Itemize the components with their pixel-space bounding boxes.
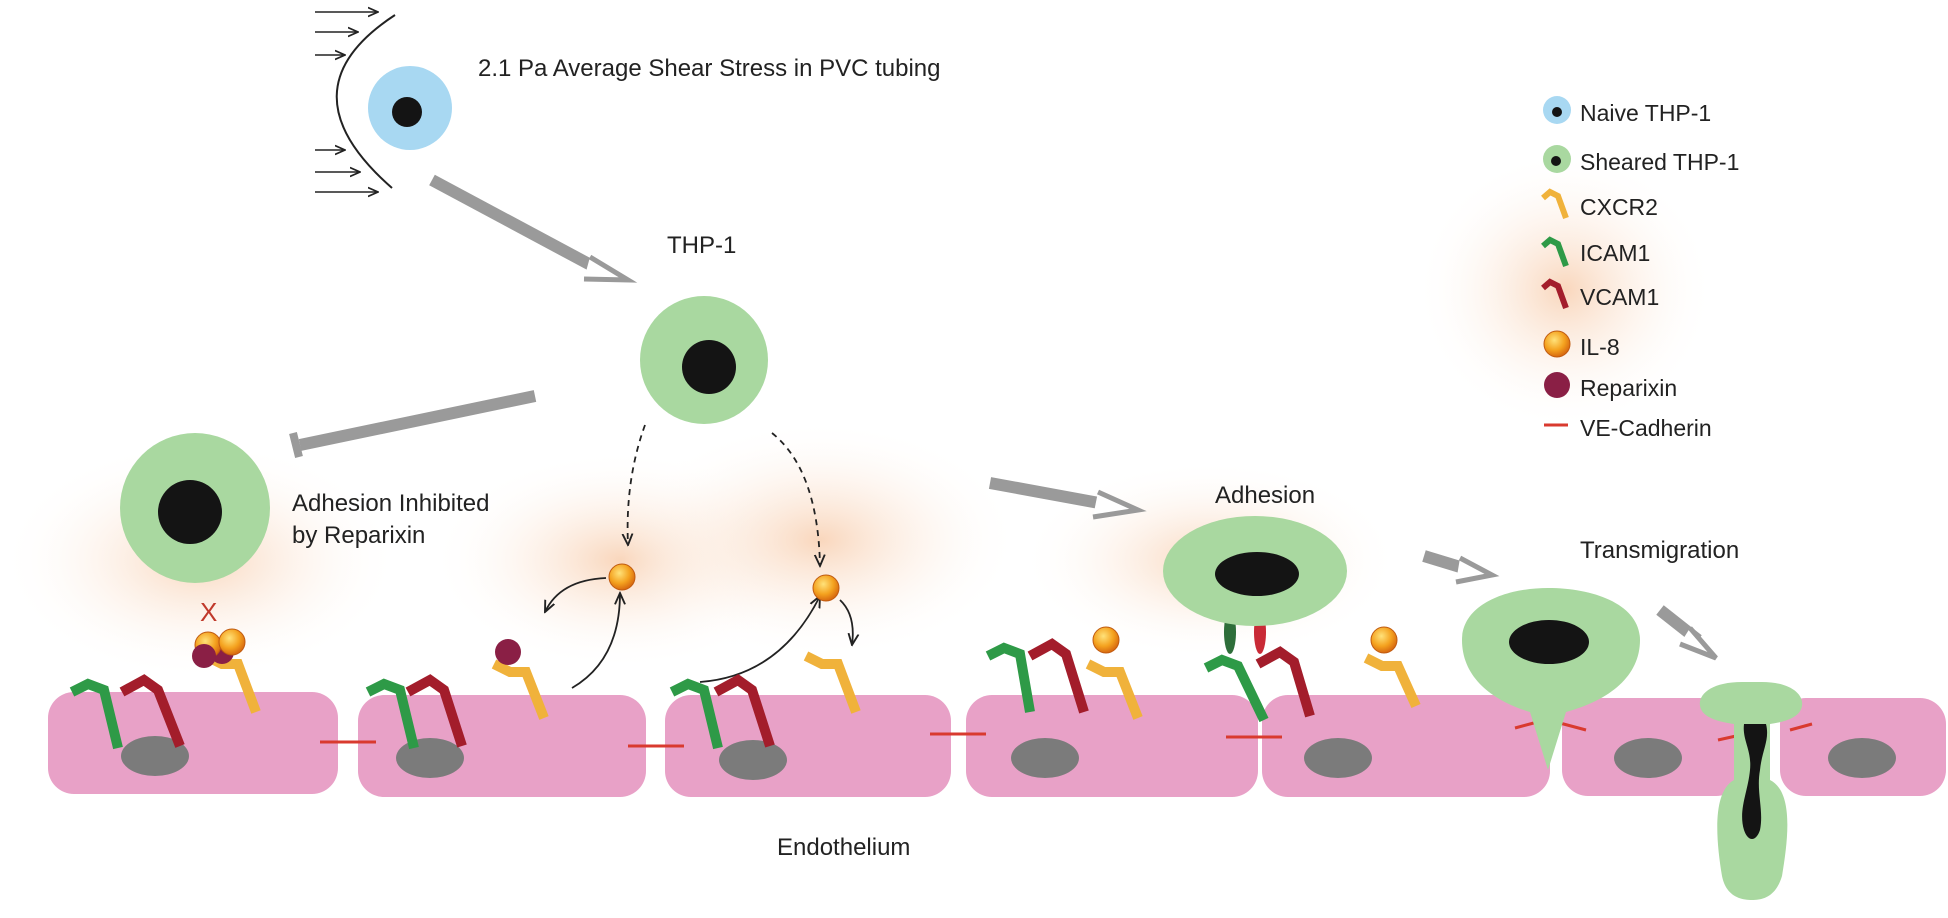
endothelial-cell bbox=[966, 695, 1258, 797]
legend-icons bbox=[1541, 96, 1571, 427]
ligands bbox=[192, 563, 1398, 668]
transmigration-label: Transmigration bbox=[1580, 537, 1740, 564]
endothelium-layer bbox=[48, 692, 1946, 797]
background-glow bbox=[0, 150, 1715, 680]
legend-label: Sheared THP-1 bbox=[1580, 149, 1740, 175]
adhering-thp1-cell bbox=[1163, 516, 1347, 626]
extravasating-thp1-cell bbox=[1699, 682, 1803, 900]
legend-label: Naive THP-1 bbox=[1580, 100, 1712, 126]
legend-label: VE-Cadherin bbox=[1580, 415, 1712, 441]
sheared-thp1-cell-main bbox=[640, 296, 768, 424]
legend-label: ICAM1 bbox=[1580, 240, 1651, 266]
shear-stress-title: 2.1 Pa Average Shear Stress in PVC tubin… bbox=[478, 55, 941, 82]
inhibited-label-line2: by Reparixin bbox=[292, 522, 426, 549]
inhibited-thp1-cell bbox=[120, 433, 270, 583]
thp1-label: THP-1 bbox=[667, 232, 737, 259]
inhibited-label-line1: Adhesion Inhibited bbox=[292, 490, 490, 517]
legend-label: Reparixin bbox=[1580, 375, 1678, 401]
legend-label: CXCR2 bbox=[1580, 194, 1658, 220]
legend-label: VCAM1 bbox=[1580, 284, 1660, 310]
shear-flow-schematic bbox=[315, 12, 396, 192]
endothelial-cell bbox=[48, 692, 338, 794]
adhesion-label: Adhesion bbox=[1215, 482, 1316, 509]
blocked-mark: X bbox=[200, 597, 218, 627]
il8-release-arrows bbox=[545, 424, 853, 689]
transmigrating-thp1-cell bbox=[1462, 588, 1640, 770]
legend-label: IL-8 bbox=[1580, 334, 1620, 360]
naive-thp1-cell bbox=[368, 66, 452, 150]
endothelium-label: Endothelium bbox=[777, 834, 911, 861]
process-arrows bbox=[289, 174, 1718, 661]
